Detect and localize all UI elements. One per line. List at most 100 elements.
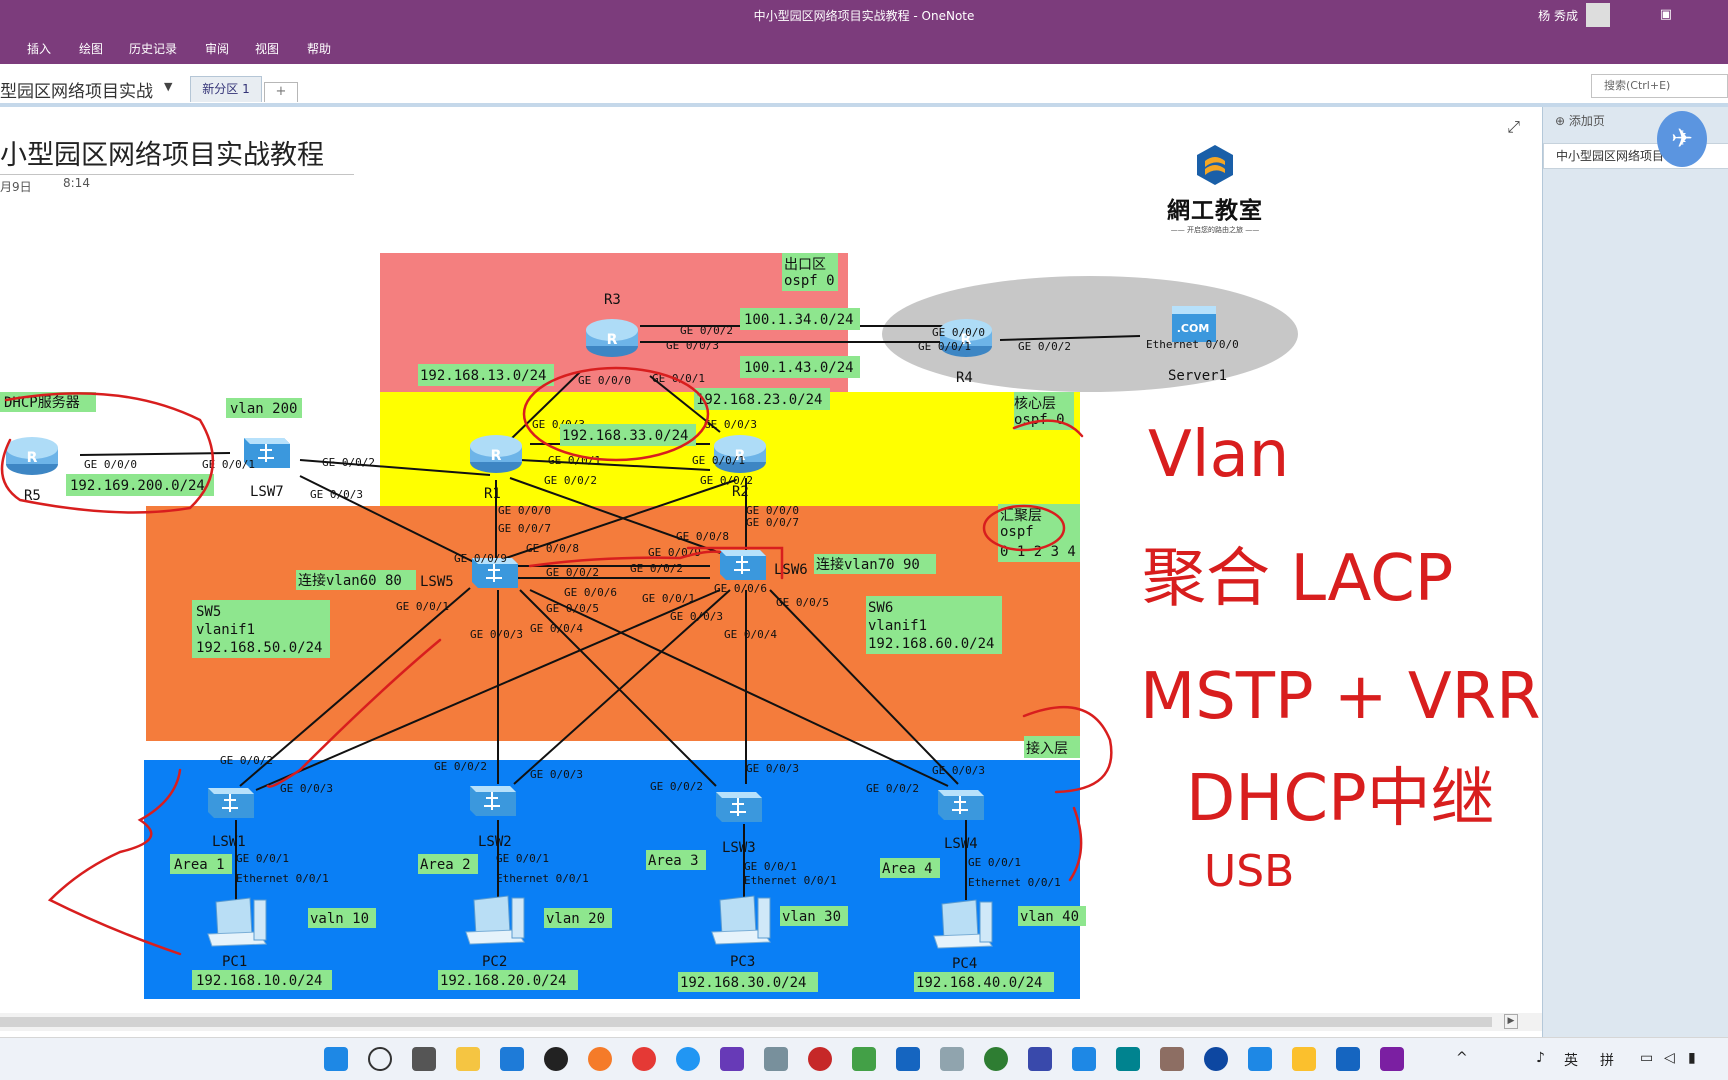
pc4-icon[interactable] xyxy=(933,899,993,949)
wechat-icon[interactable] xyxy=(984,1047,1008,1071)
note-area2: Area 2 xyxy=(420,857,471,873)
app-icon-2[interactable] xyxy=(720,1047,744,1071)
note-sw5-vlanif: vlanif1 xyxy=(196,622,255,638)
microphone-icon[interactable]: ♪ xyxy=(1536,1050,1545,1066)
agg-ospf-label: ospf xyxy=(1000,524,1034,540)
menu-insert[interactable]: 插入 xyxy=(27,42,52,56)
horizontal-scrollbar[interactable]: ▶ xyxy=(0,1013,1542,1031)
hand-lacp: 聚合 LACP xyxy=(1142,542,1453,616)
svg-text:GE 0/0/6: GE 0/0/6 xyxy=(714,582,767,595)
svg-text:GE 0/0/3: GE 0/0/3 xyxy=(310,488,363,501)
window-title: 中小型园区网络项目实战教程 - OneNote xyxy=(753,9,975,23)
links xyxy=(79,325,1141,900)
svg-text:GE 0/0/0: GE 0/0/0 xyxy=(84,458,137,471)
windows-start-icon[interactable] xyxy=(324,1047,348,1071)
user-name[interactable]: 杨 秀成 xyxy=(1538,9,1578,23)
ime-mode[interactable]: 拼 xyxy=(1600,1053,1614,1069)
svg-text:GE 0/0/1: GE 0/0/1 xyxy=(236,852,289,865)
app-icon-4[interactable] xyxy=(852,1047,876,1071)
svg-text:Ethernet 0/0/1: Ethernet 0/0/1 xyxy=(744,874,837,887)
menu-help[interactable]: 帮助 xyxy=(307,42,332,56)
menu-draw[interactable]: 绘图 xyxy=(79,42,104,56)
svg-text:GE 0/0/4: GE 0/0/4 xyxy=(530,622,583,635)
task-view-icon[interactable] xyxy=(412,1047,436,1071)
bird-icon[interactable]: ✈ xyxy=(1657,111,1707,167)
router-r5-icon[interactable] xyxy=(6,437,58,475)
app-icon-7[interactable] xyxy=(1028,1047,1052,1071)
pc3-icon[interactable] xyxy=(711,895,771,945)
onenote-icon[interactable] xyxy=(1380,1047,1404,1071)
qq-icon[interactable] xyxy=(544,1047,568,1071)
switch-lsw2-icon[interactable] xyxy=(469,785,517,817)
note-net-23: 192.168.23.0/24 xyxy=(696,392,822,408)
svg-text:GE 0/0/7: GE 0/0/7 xyxy=(746,516,799,529)
logo-text: 網工教室 xyxy=(1167,198,1263,224)
add-page-button[interactable]: ⊕ 添加页 xyxy=(1555,112,1605,129)
switch-lsw3-icon[interactable] xyxy=(715,791,763,823)
add-section-button[interactable]: + xyxy=(264,82,298,102)
chevron-up-icon[interactable]: ^ xyxy=(1456,1050,1468,1066)
ime-lang[interactable]: 英 xyxy=(1564,1053,1578,1069)
network-icon[interactable]: ▭ xyxy=(1640,1050,1654,1066)
app-icon-1[interactable] xyxy=(500,1047,524,1071)
avatar[interactable] xyxy=(1586,3,1610,27)
lsw6-label: LSW6 xyxy=(774,562,808,578)
firefox-icon[interactable] xyxy=(588,1047,612,1071)
svg-text:GE 0/0/2: GE 0/0/2 xyxy=(434,760,487,773)
file-explorer-icon[interactable] xyxy=(456,1047,480,1071)
hand-mstp-vrrp: MSTP + VRRP xyxy=(1140,660,1542,734)
search-icon[interactable] xyxy=(368,1047,392,1071)
app-icon-11[interactable] xyxy=(1204,1047,1228,1071)
switch-lsw6-icon[interactable] xyxy=(719,549,767,581)
menu-history[interactable]: 历史记录 xyxy=(129,42,178,56)
lsw5-label: LSW5 xyxy=(420,574,454,590)
svg-text:GE 0/0/2: GE 0/0/2 xyxy=(630,562,683,575)
edge-icon[interactable] xyxy=(676,1047,700,1071)
note-net40: 192.168.40.0/24 xyxy=(916,975,1042,991)
scroll-thumb[interactable] xyxy=(0,1017,1492,1027)
app-icon-12[interactable] xyxy=(1248,1047,1272,1071)
core-zone-label: 核心层 xyxy=(1014,396,1056,412)
svg-text:GE 0/0/3: GE 0/0/3 xyxy=(746,762,799,775)
expand-icon[interactable]: ⤢ xyxy=(1507,117,1520,136)
tab-section-1[interactable]: 新分区 1 xyxy=(190,76,262,102)
svg-text:GE 0/0/1: GE 0/0/1 xyxy=(744,860,797,873)
server-icon[interactable]: .COM xyxy=(1172,306,1216,342)
svg-text:GE 0/0/1: GE 0/0/1 xyxy=(692,454,745,467)
notebook-name[interactable]: 型园区网络项目实战 xyxy=(0,82,153,102)
app-icon-9[interactable] xyxy=(1116,1047,1140,1071)
record-icon[interactable] xyxy=(808,1047,832,1071)
page-canvas[interactable]: 小型园区网络项目实战教程 月9日 8:14 ⤢ 網工教室 —— 开启您的路由之旅… xyxy=(0,107,1542,1013)
svg-text:GE 0/0/2: GE 0/0/2 xyxy=(544,474,597,487)
pc2-icon[interactable] xyxy=(465,895,525,945)
app-icon-5[interactable] xyxy=(896,1047,920,1071)
app-icon-8[interactable] xyxy=(1072,1047,1096,1071)
svg-text:GE 0/0/9: GE 0/0/9 xyxy=(454,552,507,565)
app-icon-10[interactable] xyxy=(1160,1047,1184,1071)
switch-lsw4-icon[interactable] xyxy=(937,789,985,821)
page-title[interactable]: 小型园区网络项目实战教程 xyxy=(0,140,324,171)
menu-view[interactable]: 视图 xyxy=(255,42,280,56)
word-icon[interactable] xyxy=(1336,1047,1360,1071)
scroll-right-icon[interactable]: ▶ xyxy=(1504,1014,1518,1029)
svg-text:GE 0/0/3: GE 0/0/3 xyxy=(932,764,985,777)
note-net30: 192.168.30.0/24 xyxy=(680,975,806,991)
note-sw6-vlanif: vlanif1 xyxy=(868,618,927,634)
switch-lsw1-icon[interactable] xyxy=(207,787,255,819)
search-input[interactable]: 搜索(Ctrl+E) xyxy=(1591,74,1728,98)
ribbon-display-icon[interactable]: ▣ xyxy=(1659,7,1672,22)
app-icon-3[interactable] xyxy=(764,1047,788,1071)
battery-icon[interactable]: ▮ xyxy=(1688,1050,1696,1066)
svg-text:GE 0/0/1: GE 0/0/1 xyxy=(496,852,549,865)
notepad-icon[interactable] xyxy=(1292,1047,1316,1071)
chevron-down-icon[interactable]: ▼ xyxy=(164,80,173,93)
volume-icon[interactable]: ◁ xyxy=(1664,1050,1675,1066)
chrome-icon[interactable] xyxy=(632,1047,656,1071)
menu-review[interactable]: 审阅 xyxy=(205,42,230,56)
r5-label: R5 xyxy=(24,488,41,504)
lsw2-label: LSW2 xyxy=(478,834,512,850)
pc1-icon[interactable] xyxy=(207,897,267,947)
router-r3-icon[interactable] xyxy=(586,319,638,357)
router-r1-icon[interactable] xyxy=(470,435,522,473)
app-icon-6[interactable] xyxy=(940,1047,964,1071)
